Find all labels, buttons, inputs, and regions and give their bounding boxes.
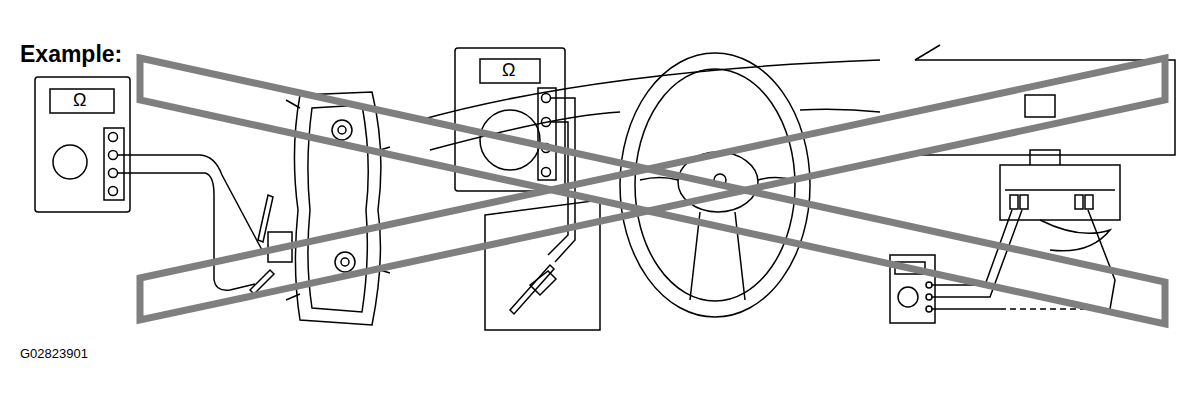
center-multimeter [455, 48, 600, 330]
ohm-symbol: Ω [502, 61, 515, 79]
example-heading: Example: [20, 43, 122, 66]
left-multimeter [35, 77, 274, 294]
cross-out-mark [140, 58, 1165, 324]
ohm-symbol: Ω [73, 91, 86, 109]
figure-code: G02823901 [20, 347, 88, 360]
steering-wheel-dashboard [420, 53, 880, 317]
